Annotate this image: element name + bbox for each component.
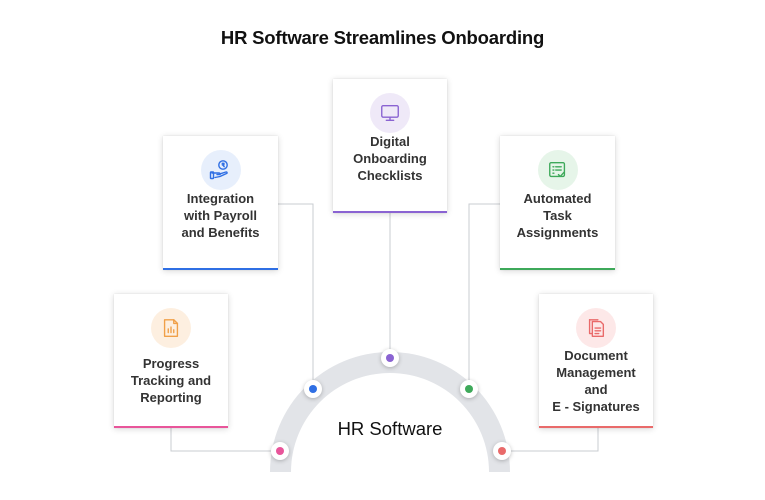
card-automated-accent — [500, 268, 615, 270]
card-document-accent — [539, 426, 653, 428]
card-document: Document Management and E - Signatures — [539, 294, 653, 428]
card-integration: Integration with Payroll and Benefits — [163, 136, 278, 270]
connector-progress — [170, 428, 280, 452]
hub-dot-document — [493, 442, 511, 460]
hand-coin-icon — [200, 150, 241, 190]
bar-chart-icon — [151, 308, 191, 348]
hub-dot-digital — [381, 349, 399, 367]
connector-document — [502, 428, 599, 452]
document-icon — [576, 308, 616, 348]
card-integration-label: Integration with Payroll and Benefits — [181, 191, 260, 240]
card-digital-accent — [333, 211, 447, 213]
card-digital: Digital Onboarding Checklists — [333, 79, 447, 213]
page-title: HR Software Streamlines Onboarding — [220, 27, 545, 48]
task-list-icon — [537, 150, 578, 190]
connector-automated — [468, 203, 500, 389]
connector-integration — [278, 203, 314, 389]
card-digital-label: Digital Onboarding Checklists — [353, 134, 427, 183]
card-integration-accent — [163, 268, 278, 270]
hub-label: HR Software — [337, 418, 443, 439]
card-automated: Automated Task Assignments — [500, 136, 615, 270]
hub-dot-progress — [271, 442, 289, 460]
hub-dot-integration — [304, 380, 322, 398]
hub-semicircle — [291, 373, 489, 472]
card-document-label: Document Management and E - Signatures — [552, 348, 640, 414]
card-progress-label: Progress Tracking and Reporting — [130, 356, 212, 405]
card-automated-label: Automated Task Assignments — [516, 191, 599, 240]
card-progress-accent — [114, 426, 228, 428]
card-progress: Progress Tracking and Reporting — [114, 294, 228, 428]
hub-dot-automated — [460, 380, 478, 398]
monitor-icon — [370, 93, 410, 133]
